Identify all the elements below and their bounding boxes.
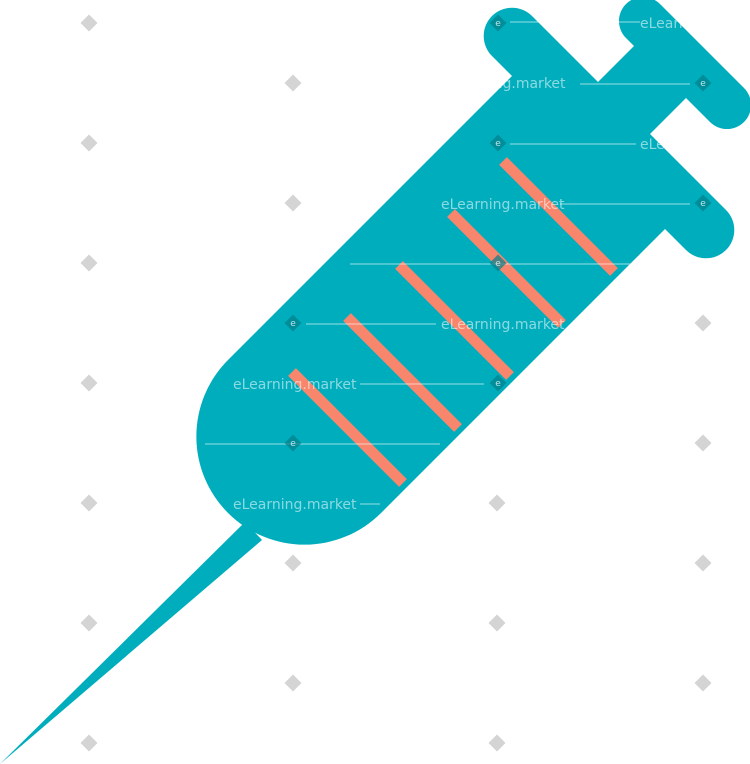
watermark-text: eLearning.market <box>640 16 750 32</box>
watermark-text: eLearning.market <box>442 76 566 92</box>
watermark-diamond <box>284 674 302 692</box>
syringe-thumb-rest <box>618 0 750 130</box>
watermark-text: eLearning.market <box>640 137 750 153</box>
watermark-overlay: eLearning.market eLearning.market eLearn… <box>80 14 750 752</box>
syringe-plunger-rod <box>594 40 692 138</box>
watermark-badge: e <box>694 74 712 92</box>
watermark-diamond <box>694 554 712 572</box>
watermark-badge-letter: e <box>700 199 706 209</box>
watermark-badge-letter: e <box>495 259 501 269</box>
marking-line <box>288 368 407 487</box>
watermark-text: eLearning.market <box>233 497 357 513</box>
watermark-diamond <box>80 374 98 392</box>
watermark-badge-letter: e <box>290 319 296 329</box>
marking-line <box>499 157 618 276</box>
watermark-diamond <box>694 674 712 692</box>
watermark-text: eLearning.market <box>441 317 565 333</box>
marking-line <box>447 209 566 328</box>
watermark-diamond <box>80 254 98 272</box>
watermark-diamond <box>694 434 712 452</box>
watermark-diamond <box>80 494 98 512</box>
watermark-diamonds <box>80 14 712 752</box>
watermark-text: eLearning.market <box>233 377 357 393</box>
watermark-diamond <box>488 734 506 752</box>
watermark-diamond <box>80 14 98 32</box>
syringe-finger-flange <box>483 7 735 259</box>
watermark-diamond <box>80 614 98 632</box>
watermark-diamond <box>488 614 506 632</box>
watermark-badge-letter: e <box>495 139 501 149</box>
watermark-diamond <box>80 134 98 152</box>
watermark-diamond <box>80 734 98 752</box>
watermark-badge-letter: e <box>495 19 501 29</box>
watermark-badge-letter: e <box>290 439 296 449</box>
watermark-text: eLearning.market <box>441 197 565 213</box>
watermark-diamond <box>488 494 506 512</box>
watermark-badge: e <box>694 194 712 212</box>
watermark-diamond <box>284 74 302 92</box>
watermark-badge-letter: e <box>495 379 501 389</box>
syringe-markings <box>288 157 618 487</box>
marking-line <box>343 313 462 432</box>
watermark-badge: e <box>489 374 507 392</box>
watermark-badge: e <box>489 254 507 272</box>
marking-line <box>395 261 514 380</box>
watermark-badge: e <box>489 134 507 152</box>
watermark-badge-letter: e <box>700 79 706 89</box>
watermark-badge: e <box>284 434 302 452</box>
watermark-diamond <box>284 554 302 572</box>
watermark-diamond <box>694 314 712 332</box>
syringe-needle <box>0 522 262 764</box>
watermark-badge: e <box>284 314 302 332</box>
watermark-diamond <box>284 194 302 212</box>
